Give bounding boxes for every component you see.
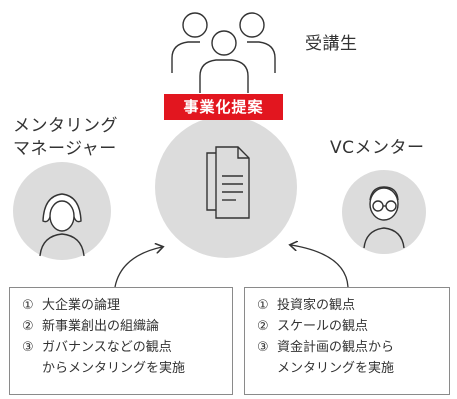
mentoring-manager-label-line-2: マネージャー xyxy=(13,139,117,159)
item-number: ② xyxy=(22,319,34,334)
item-text: ガバナンスなどの観点 xyxy=(42,340,172,355)
list-item: ① 投資家の観点 xyxy=(257,295,394,316)
students-icon-right-person xyxy=(239,12,265,38)
students-icon-right-body xyxy=(247,41,276,73)
left-arrow xyxy=(114,247,162,288)
item-text: 投資家の観点 xyxy=(277,298,356,313)
list-item: メンタリングを実施 xyxy=(257,358,394,379)
document-icon xyxy=(206,146,250,219)
item-text: 資金計画の観点から xyxy=(277,340,395,355)
item-number: ① xyxy=(22,298,34,313)
item-text: メンタリングを実施 xyxy=(277,361,395,376)
list-item: からメンタリングを実施 xyxy=(22,358,185,379)
item-number: ② xyxy=(257,319,269,334)
vc-mentor-points-box: ① 投資家の観点 ② スケールの観点 ③ 資金計画の観点から メンタリングを実施 xyxy=(244,287,450,395)
item-number: ③ xyxy=(257,340,269,355)
list-item: ① 大企業の論理 xyxy=(22,295,185,316)
item-text: 新事業創出の組織論 xyxy=(42,319,160,334)
list-item: ③ ガバナンスなどの観点 xyxy=(22,337,185,358)
mentoring-manager-label-line-1: メンタリング xyxy=(13,116,118,136)
list-item: ③ 資金計画の観点から xyxy=(257,337,394,358)
students-icon-left-body xyxy=(171,41,200,73)
man-with-glasses-icon xyxy=(363,186,405,249)
item-text: 大企業の論理 xyxy=(42,298,121,313)
item-number: ③ xyxy=(22,340,34,355)
mentoring-manager-label: メンタリング マネージャー xyxy=(13,115,118,161)
business-proposal-banner: 事業化提案 xyxy=(164,94,283,120)
students-icon-center-body xyxy=(199,59,249,93)
item-number: ① xyxy=(257,298,269,313)
list-item: ② スケールの観点 xyxy=(257,316,394,337)
students-icon-left-person xyxy=(182,12,208,38)
item-text: スケールの観点 xyxy=(277,319,369,334)
vc-mentor-label: VCメンター xyxy=(330,138,425,158)
students-label: 受講生 xyxy=(305,34,358,54)
item-text: からメンタリングを実施 xyxy=(42,361,186,376)
mentoring-manager-points-box: ① 大企業の論理 ② 新事業創出の組織論 ③ ガバナンスなどの観点 からメンタリングを… xyxy=(9,287,233,395)
students-icon-center-person xyxy=(211,30,237,56)
right-arrow xyxy=(291,245,349,288)
list-item: ② 新事業創出の組織論 xyxy=(22,316,185,337)
woman-icon xyxy=(39,193,85,257)
